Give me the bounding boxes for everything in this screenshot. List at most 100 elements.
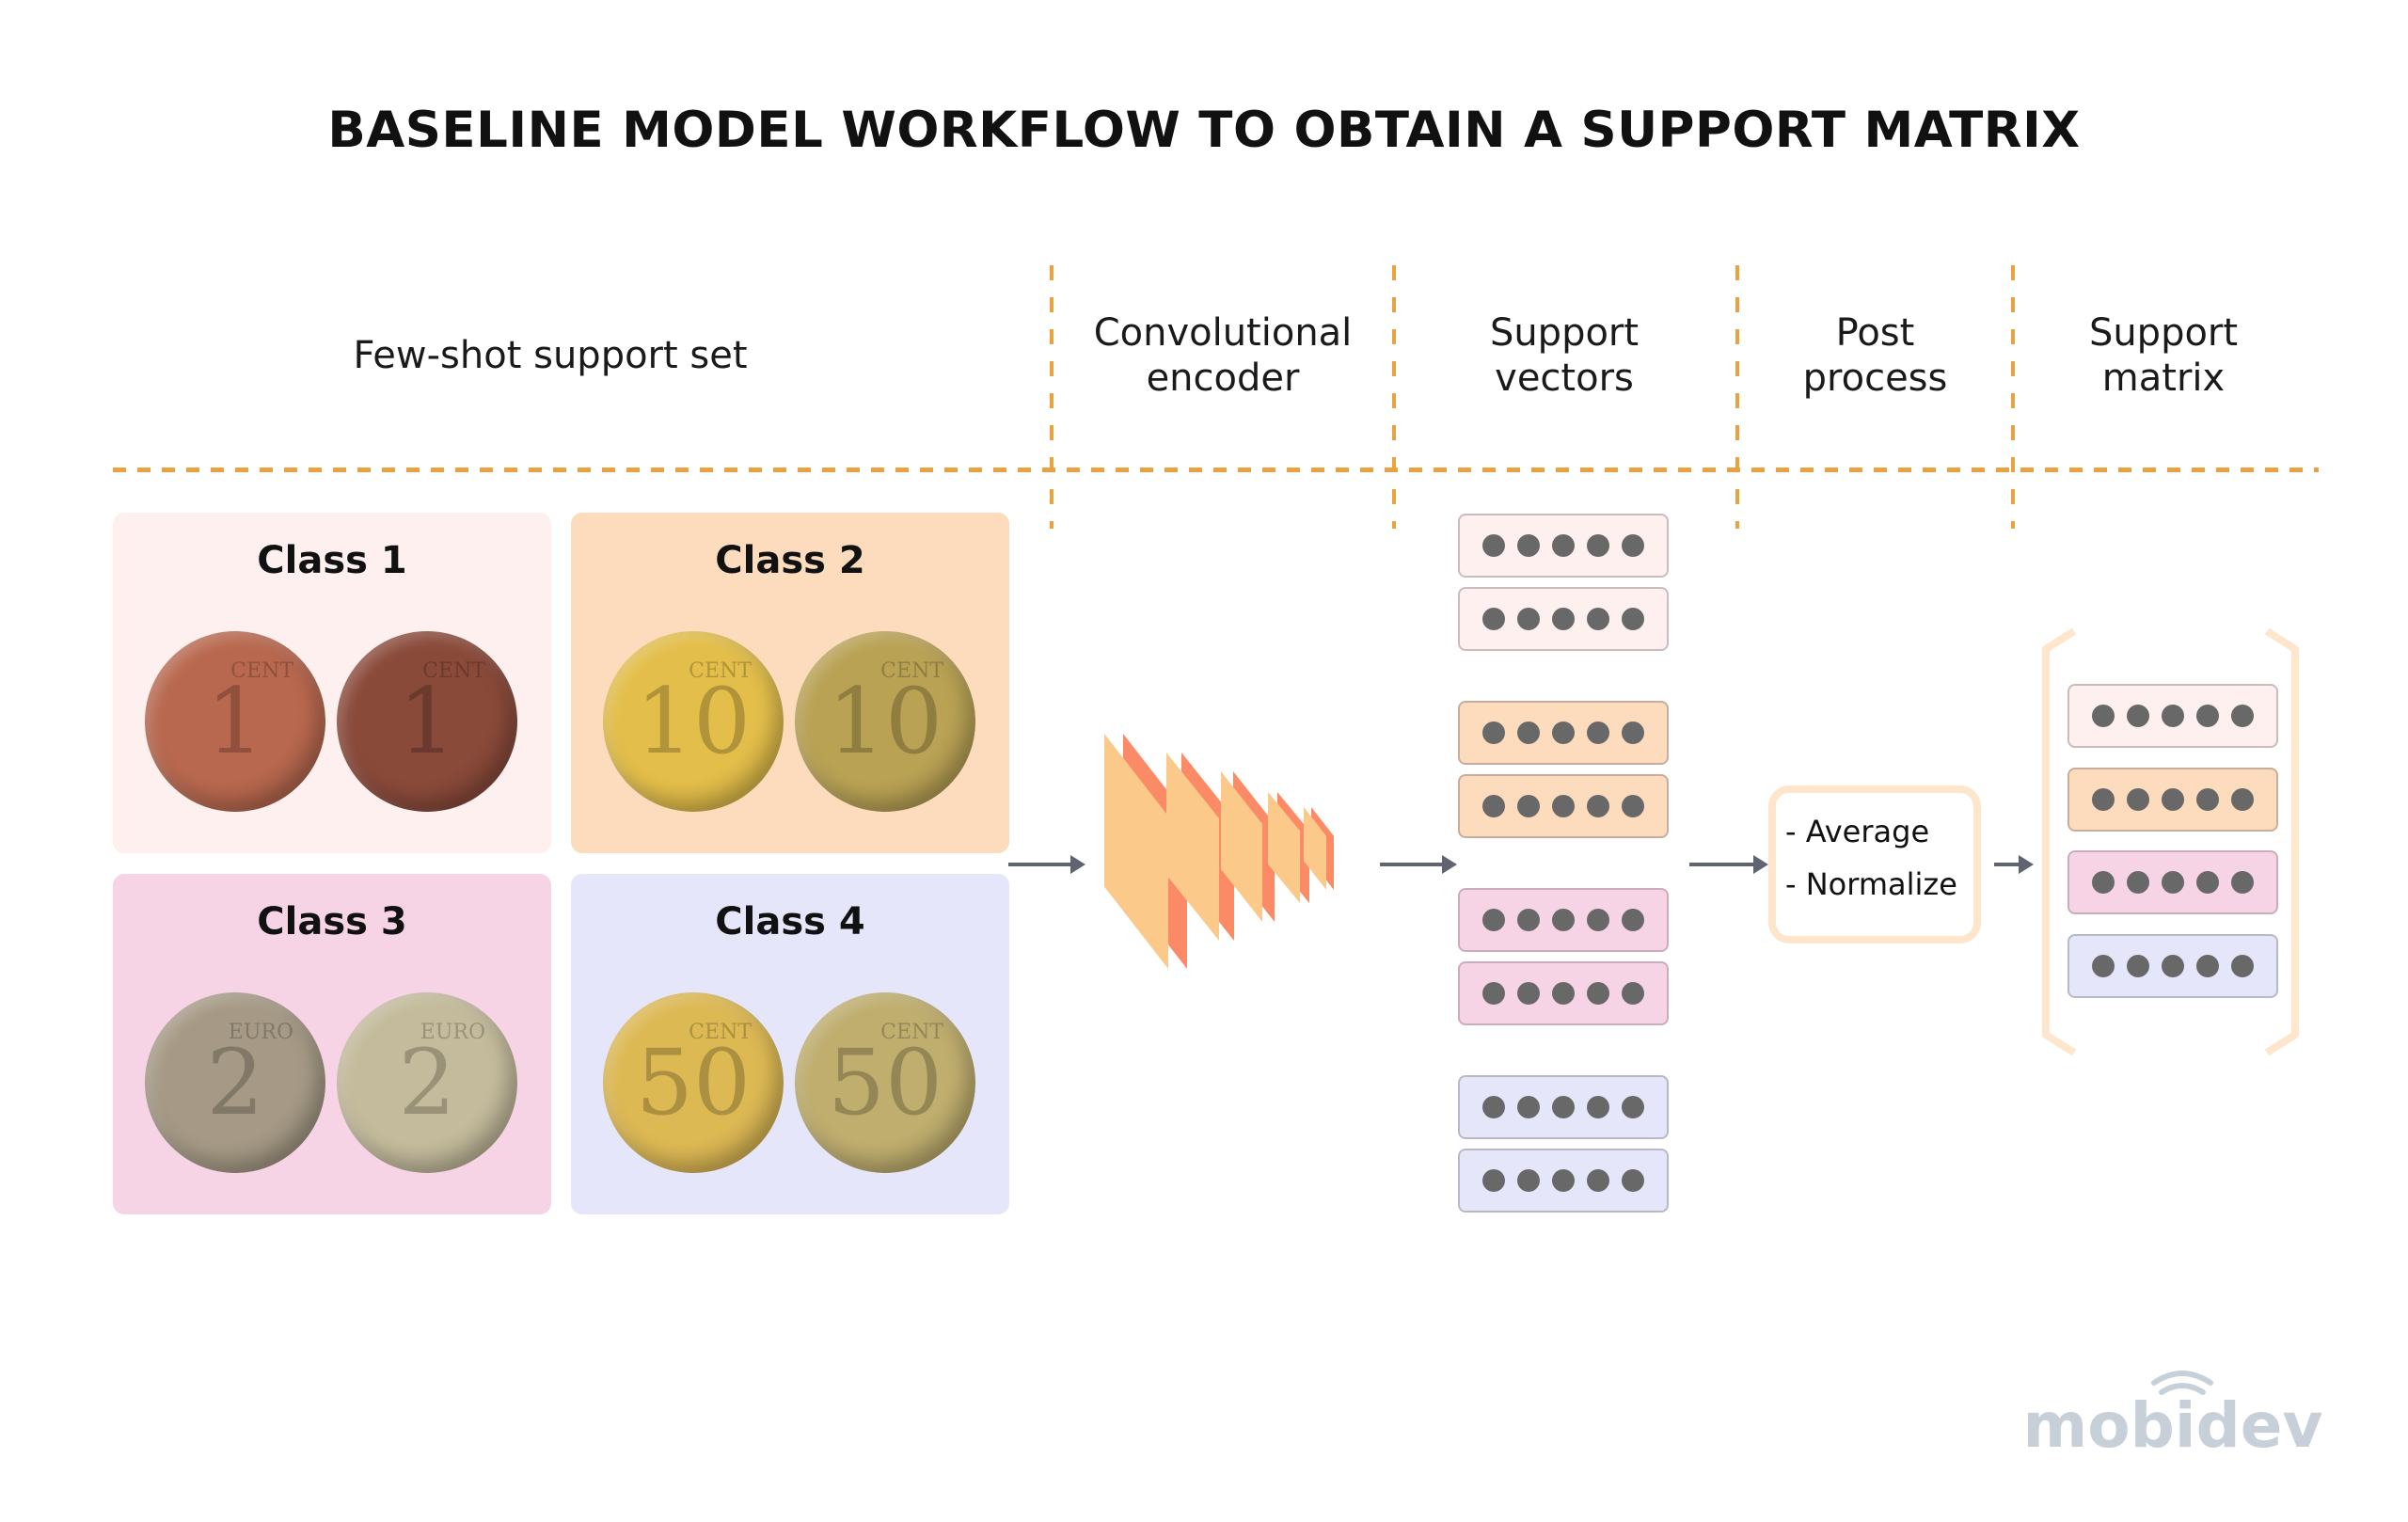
- support-vector-class-1: [1458, 587, 1669, 651]
- vector-element-dot: [2127, 871, 2149, 894]
- header-vectors-line1: Support: [1489, 311, 1640, 355]
- vector-element-dot: [1552, 534, 1575, 557]
- matrix-brackets-icon: [2042, 627, 2299, 1056]
- vector-element-dot: [2162, 705, 2184, 727]
- header-matrix-line1: Support: [2088, 311, 2239, 355]
- vector-element-dot: [1552, 608, 1575, 630]
- vector-element-dot: [2092, 788, 2115, 811]
- vector-element-dot: [1482, 909, 1505, 931]
- support-vector-class-1: [1458, 514, 1669, 578]
- vector-element-dot: [1482, 721, 1505, 744]
- coin-unit: CENT: [422, 659, 485, 683]
- vector-element-dot: [1482, 982, 1505, 1005]
- class-label: Class 3: [257, 900, 407, 943]
- vector-element-dot: [2196, 705, 2219, 727]
- vector-element-dot: [1517, 1169, 1540, 1192]
- header-post-line2: process: [1802, 357, 1948, 400]
- vector-element-dot: [2196, 871, 2219, 894]
- support-vector-class-2: [1458, 774, 1669, 838]
- header-matrix: Support matrix: [2013, 310, 2314, 401]
- diagram-title: BASELINE MODEL WORKFLOW TO OBTAIN A SUPP…: [327, 102, 2081, 159]
- column-divider-1: [1050, 265, 1054, 529]
- vector-element-dot: [1587, 795, 1609, 817]
- coin-value: 50: [827, 1030, 943, 1135]
- vector-element-dot: [1622, 909, 1644, 931]
- coin-unit: EURO: [228, 1021, 293, 1044]
- arrow-to-post: [1689, 855, 1768, 874]
- column-divider-2: [1392, 265, 1396, 529]
- vector-element-dot: [1552, 982, 1575, 1005]
- class-label: Class 4: [715, 900, 865, 943]
- header-encoder-line1: Convolutional: [1093, 311, 1353, 355]
- vector-element-dot: [1517, 795, 1540, 817]
- matrix-row-class-4: [2067, 934, 2278, 998]
- mobidev-logo: mobidev: [2022, 1371, 2323, 1456]
- vector-element-dot: [2231, 955, 2254, 977]
- coin-value: 2: [398, 1030, 456, 1135]
- vector-element-dot: [1587, 1169, 1609, 1192]
- vector-element-dot: [1622, 1169, 1644, 1192]
- coin-unit: CENT: [689, 659, 752, 683]
- vector-element-dot: [2127, 955, 2149, 977]
- matrix-row-class-2: [2067, 768, 2278, 832]
- coin-unit: CENT: [880, 659, 943, 683]
- post-item-average: - Average: [1785, 814, 1930, 849]
- vector-element-dot: [2127, 788, 2149, 811]
- vector-element-dot: [2092, 705, 2115, 727]
- vector-element-dot: [1517, 1096, 1540, 1118]
- support-vector-class-3: [1458, 888, 1669, 952]
- matrix-row-class-3: [2067, 850, 2278, 914]
- arrow-to-vectors: [1380, 855, 1457, 874]
- vector-element-dot: [1622, 608, 1644, 630]
- support-vector-class-2: [1458, 701, 1669, 765]
- matrix-row-class-1: [2067, 684, 2278, 748]
- header-vectors: Support vectors: [1395, 310, 1734, 401]
- brand-name: mobidev: [2022, 1389, 2322, 1456]
- coin-value: 50: [635, 1030, 752, 1135]
- header-vectors-line2: vectors: [1495, 357, 1634, 400]
- class-label: Class 2: [715, 539, 865, 582]
- vector-element-dot: [1517, 608, 1540, 630]
- vector-element-dot: [1482, 534, 1505, 557]
- coin-value: 10: [635, 669, 752, 774]
- convolutional-encoder-icon: [1104, 734, 1334, 969]
- vector-element-dot: [1552, 795, 1575, 817]
- class-label: Class 1: [257, 539, 407, 582]
- encoder-layer: [1304, 807, 1326, 890]
- vector-element-dot: [1622, 982, 1644, 1005]
- vector-element-dot: [1482, 1169, 1505, 1192]
- coin-value: 1: [398, 669, 456, 774]
- header-encoder: Convolutional encoder: [1054, 310, 1392, 401]
- header-support-set: Few-shot support set: [353, 334, 748, 377]
- vector-element-dot: [2231, 788, 2254, 811]
- vector-element-dot: [1482, 1096, 1505, 1118]
- header-post-line1: Post: [1835, 311, 1915, 355]
- coin-value: 1: [206, 669, 264, 774]
- vector-element-dot: [1587, 608, 1609, 630]
- vector-element-dot: [1482, 795, 1505, 817]
- vector-element-dot: [2231, 871, 2254, 894]
- encoder-layer: [1221, 771, 1262, 922]
- encoder-layer: [1166, 753, 1219, 941]
- arrow-to-matrix: [1994, 855, 2034, 874]
- vector-element-dot: [1622, 721, 1644, 744]
- vector-element-dot: [2196, 788, 2219, 811]
- vector-element-dot: [2092, 871, 2115, 894]
- coin-unit: CENT: [880, 1021, 943, 1044]
- encoder-layer: [1104, 734, 1168, 969]
- arrow-to-encoder: [1008, 855, 1085, 874]
- vector-element-dot: [1552, 1096, 1575, 1118]
- vector-element-dot: [2162, 788, 2184, 811]
- support-vector-class-3: [1458, 961, 1669, 1025]
